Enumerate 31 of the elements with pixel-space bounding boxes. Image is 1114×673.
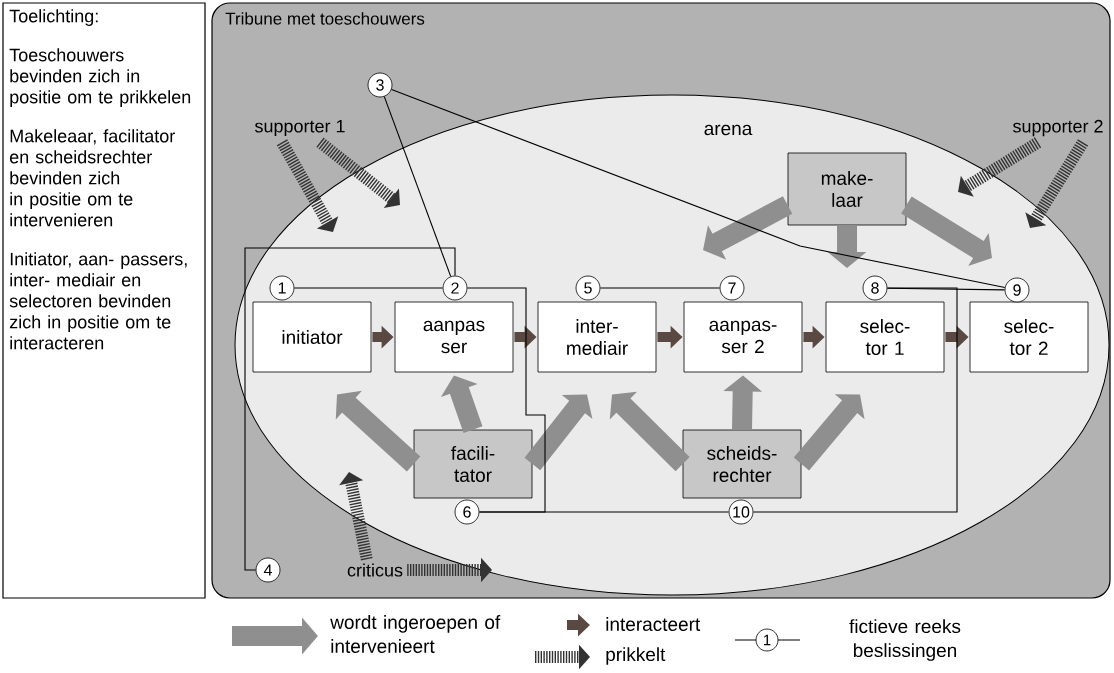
intervener-box: scheids- rechter bbox=[682, 429, 802, 499]
actor-box: aanpas ser bbox=[394, 301, 514, 373]
connector-line bbox=[478, 511, 730, 513]
connector-line bbox=[383, 96, 452, 277]
intervener-box: make- laar bbox=[787, 152, 907, 226]
actor-box: selec- tor 1 bbox=[825, 301, 945, 373]
legend-text: prikkelt bbox=[606, 647, 666, 665]
arrow bbox=[276, 139, 339, 232]
actor-box: selec- tor 2 bbox=[969, 301, 1089, 373]
connector-line bbox=[244, 247, 456, 571]
arrow bbox=[440, 375, 483, 433]
actor-label: supporter 2 bbox=[1013, 119, 1103, 137]
actor-label: criticus bbox=[347, 563, 403, 577]
connector-line bbox=[886, 287, 1006, 291]
intervener-box: facili- tator bbox=[413, 429, 533, 499]
actor-box: inter- mediair bbox=[537, 301, 657, 373]
legend-text: wordt ingeroepen of intervenieert bbox=[330, 615, 501, 653]
arrow bbox=[958, 137, 1042, 197]
legend-text: fictieve reeks beslissingen bbox=[849, 619, 961, 661]
actor-label: supporter 1 bbox=[255, 119, 345, 137]
connector-line bbox=[466, 287, 546, 513]
legend-text: interacteert bbox=[606, 617, 701, 631]
explanation-panel: Toelichting: Toeschouwers bevinden zich in positie om te prikkelen Makeleaar, facilitator en scheidsrechter bevinden zich in positie om te intervenieren Initiator, aan- passers, inter- mediair en selectoren bevinden zich in positie om te interacteren bbox=[2, 2, 206, 599]
actor-box: initiator bbox=[252, 301, 372, 373]
arrow bbox=[703, 196, 793, 260]
connector-line bbox=[391, 88, 1006, 289]
arrow bbox=[316, 137, 400, 208]
connector-line bbox=[752, 287, 958, 513]
connector-line bbox=[599, 287, 721, 289]
actor-box: aanpas- ser 2 bbox=[683, 301, 803, 373]
connector-line bbox=[293, 287, 444, 289]
